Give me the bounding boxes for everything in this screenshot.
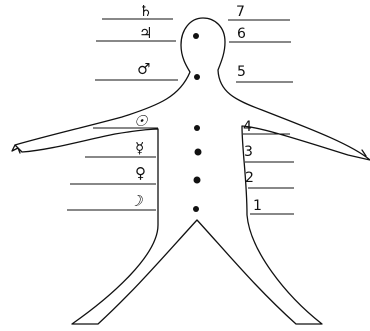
chakra-number-5: 5 bbox=[237, 65, 246, 79]
chakra-dot-2 bbox=[194, 177, 201, 184]
sun-label: ☉ bbox=[134, 114, 147, 129]
chakra-number-2: 2 bbox=[245, 171, 254, 185]
right-ruling-lines bbox=[228, 20, 294, 214]
chakra-number-1: 1 bbox=[253, 199, 262, 213]
chakra-dot-1 bbox=[193, 206, 199, 212]
venus-label: ♀ bbox=[135, 166, 146, 181]
chakra-dot-5 bbox=[194, 74, 200, 80]
body-outline bbox=[15, 18, 370, 324]
chakra-number-3: 3 bbox=[244, 145, 253, 159]
chakra-dot-4 bbox=[194, 125, 200, 131]
chakra-number-6: 6 bbox=[237, 27, 246, 41]
chakra-dot-3 bbox=[195, 149, 202, 156]
moon-label: ☽ bbox=[129, 194, 142, 209]
mercury-label: ☿ bbox=[135, 141, 144, 156]
saturn-label: ♄ bbox=[139, 4, 152, 19]
jupiter-label: ♃ bbox=[139, 26, 152, 41]
chakra-dot-7 bbox=[193, 33, 199, 39]
chakra-number-4: 4 bbox=[243, 120, 252, 134]
left-ruling-lines bbox=[67, 19, 178, 210]
chakra-number-7: 7 bbox=[236, 5, 245, 19]
mars-label: ♂ bbox=[137, 62, 150, 77]
